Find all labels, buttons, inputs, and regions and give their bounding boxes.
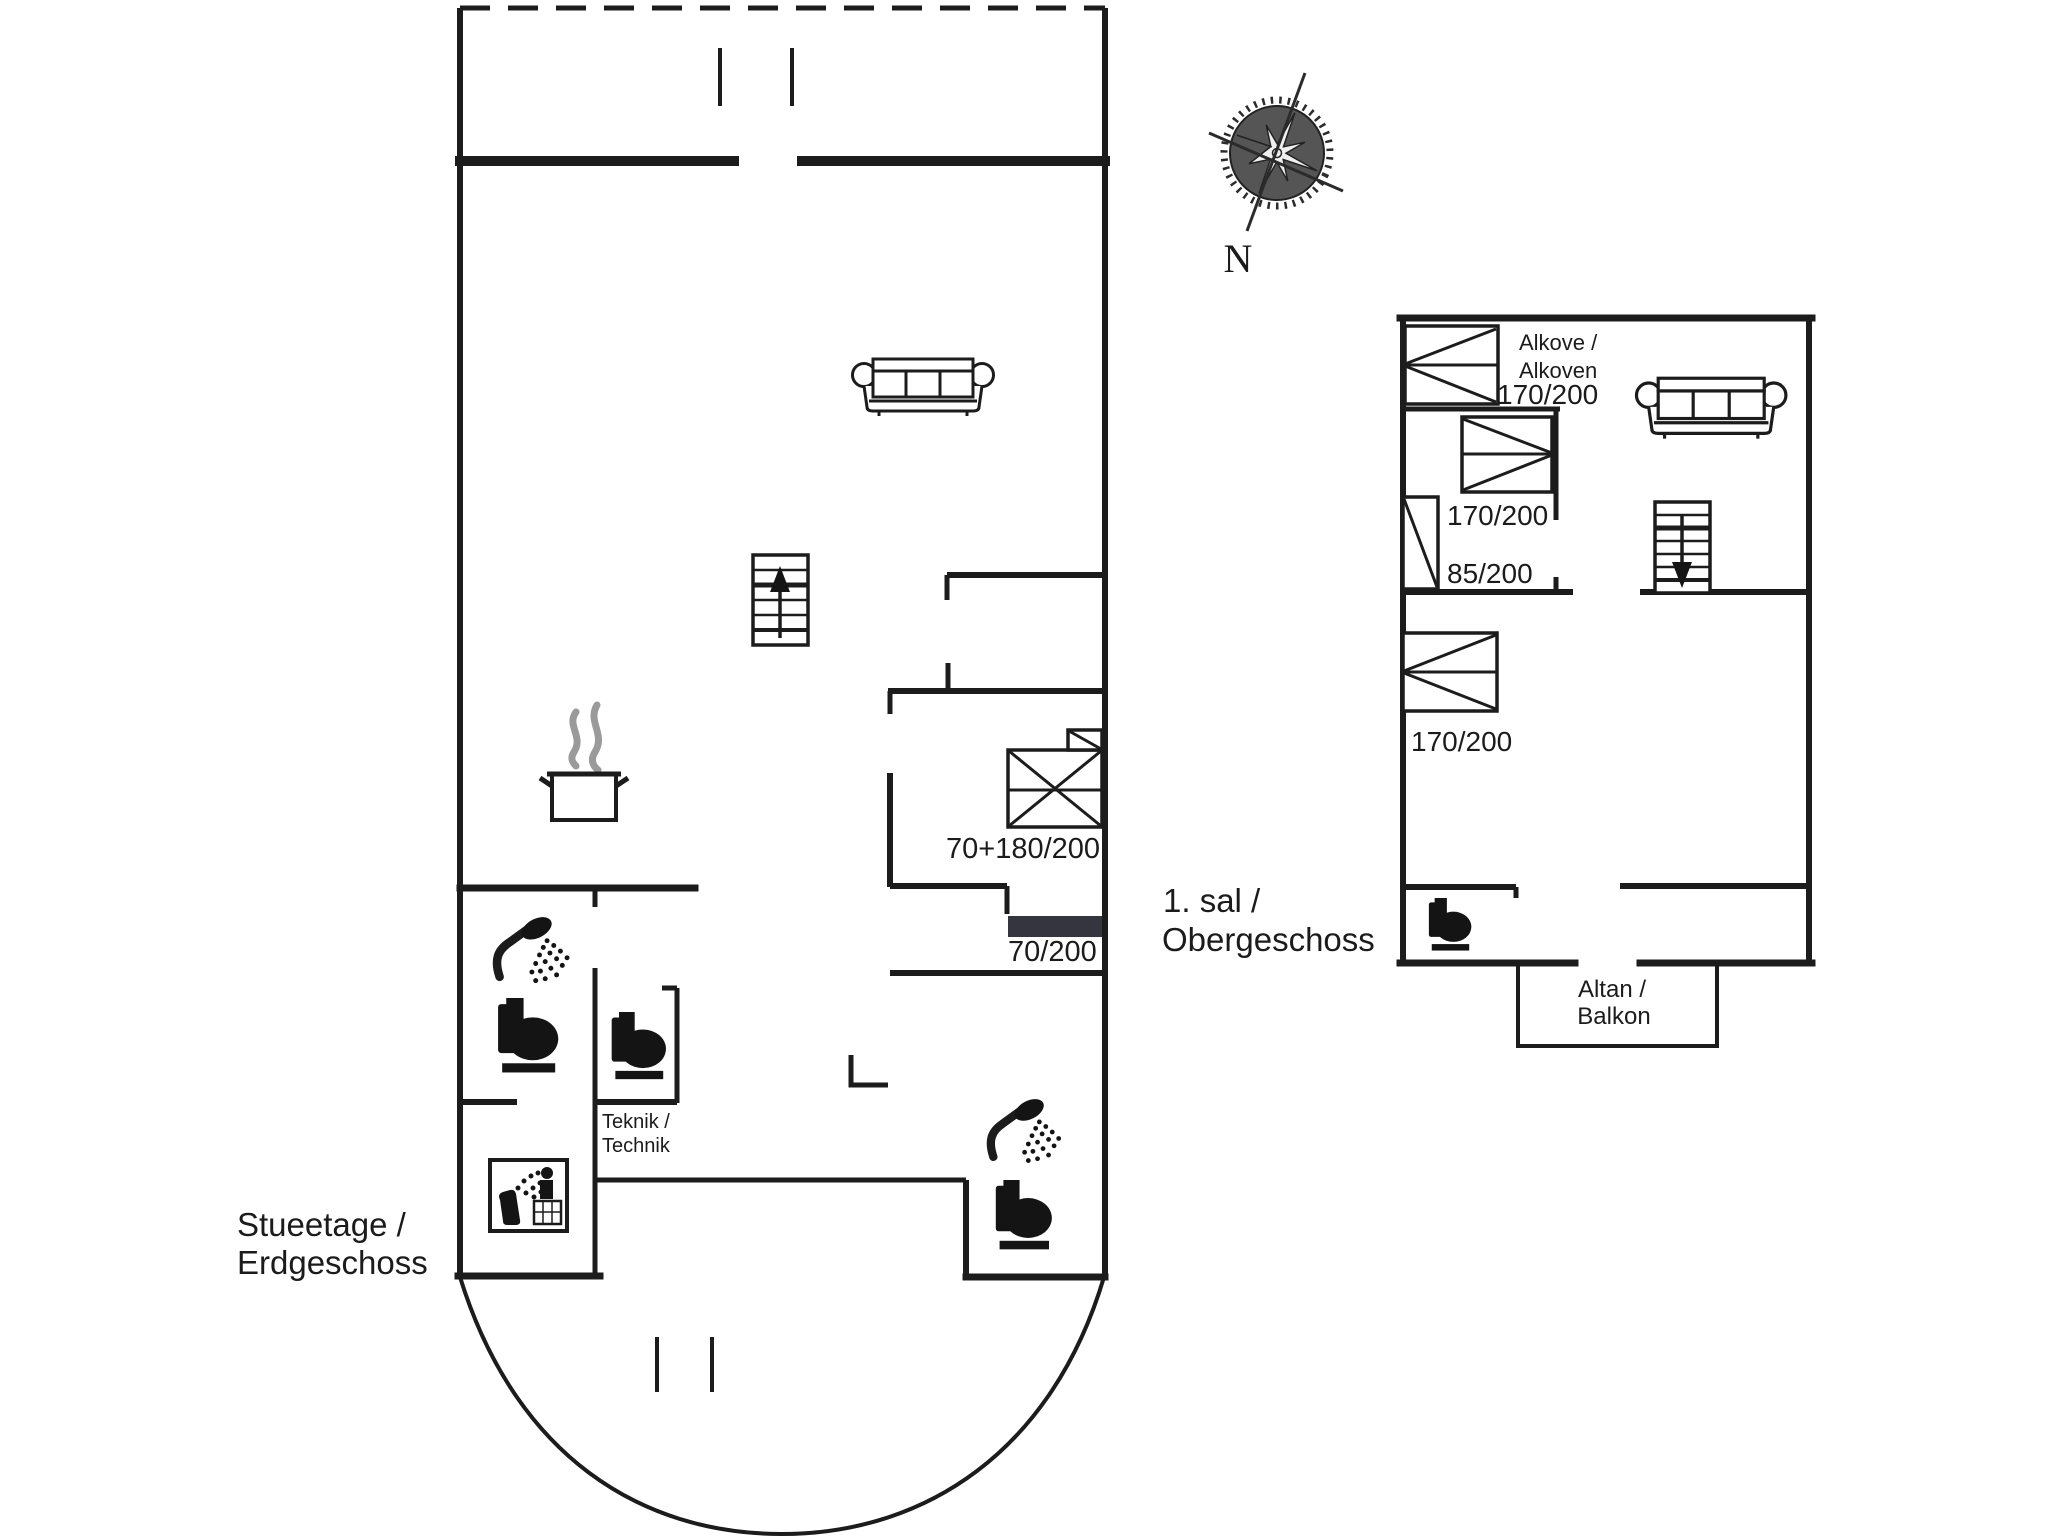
shower-icon: [991, 1095, 1061, 1163]
curved-gable-wall: [458, 1276, 1106, 1536]
balcony: Altan / Balkon: [1516, 965, 1719, 1048]
compass-rose-icon: [1208, 72, 1344, 232]
alcove-label-line2: Alkoven: [1519, 358, 1597, 383]
technik-label-line2: Technik: [602, 1135, 671, 1157]
toilet-icon: [1428, 898, 1472, 951]
upper-floor-walls: [1396, 314, 1816, 967]
alcove-bed-icon: [1403, 324, 1500, 406]
alcove-bed-size-label: 170/200: [1497, 379, 1598, 410]
compass: N: [1208, 72, 1344, 281]
stairs-down-icon: [1653, 500, 1712, 595]
shower-icon: [497, 913, 570, 984]
sofa-icon: [1634, 376, 1788, 441]
ground-floor-title-line2: Erdgeschoss: [237, 1244, 428, 1281]
technik-label-line1: Teknik /: [602, 1111, 670, 1133]
alcove-label-line1: Alkove /: [1519, 330, 1598, 355]
double-bed-size-label: 70+180/200: [946, 833, 1100, 865]
balcony-label-line1: Altan /: [1578, 976, 1646, 1003]
stairs-up-icon: [751, 553, 810, 647]
washing-machine-icon: [488, 1158, 569, 1233]
ground-floor-walls: [454, 5, 1110, 1536]
toilet-icon: [995, 1180, 1052, 1250]
small-bed-icon: [1401, 495, 1440, 591]
lower-bed-size-label: 170/200: [1411, 726, 1512, 757]
middle-bed-size-label: 170/200: [1447, 500, 1548, 531]
bed-icon: [1401, 631, 1499, 713]
bed-icon: [1460, 415, 1554, 494]
small-bed-size-label: 85/200: [1447, 558, 1533, 589]
toilet-icon: [498, 998, 559, 1073]
single-bed-icon: [1008, 916, 1102, 937]
ground-floor-title-line1: Stueetage /: [237, 1206, 407, 1243]
balcony-label-line2: Balkon: [1577, 1003, 1650, 1030]
cooking-pot-icon: [538, 701, 630, 822]
upper-floor-title-line1: 1. sal /: [1163, 882, 1261, 919]
sofa-icon: [851, 357, 995, 418]
north-label: N: [1224, 236, 1253, 281]
upper-floor-plan: Alkove / Alkoven 170/200 170/200 85/200 …: [1162, 314, 1816, 1048]
single-bed-size-label: 70/200: [1008, 936, 1097, 968]
ground-floor-plan: 70+180/200 70/200 Teknik / Technik: [237, 5, 1110, 1536]
toilet-icon: [611, 1012, 666, 1080]
upper-floor-title-line2: Obergeschoss: [1162, 921, 1375, 958]
double-bed-icon: [1006, 728, 1104, 829]
